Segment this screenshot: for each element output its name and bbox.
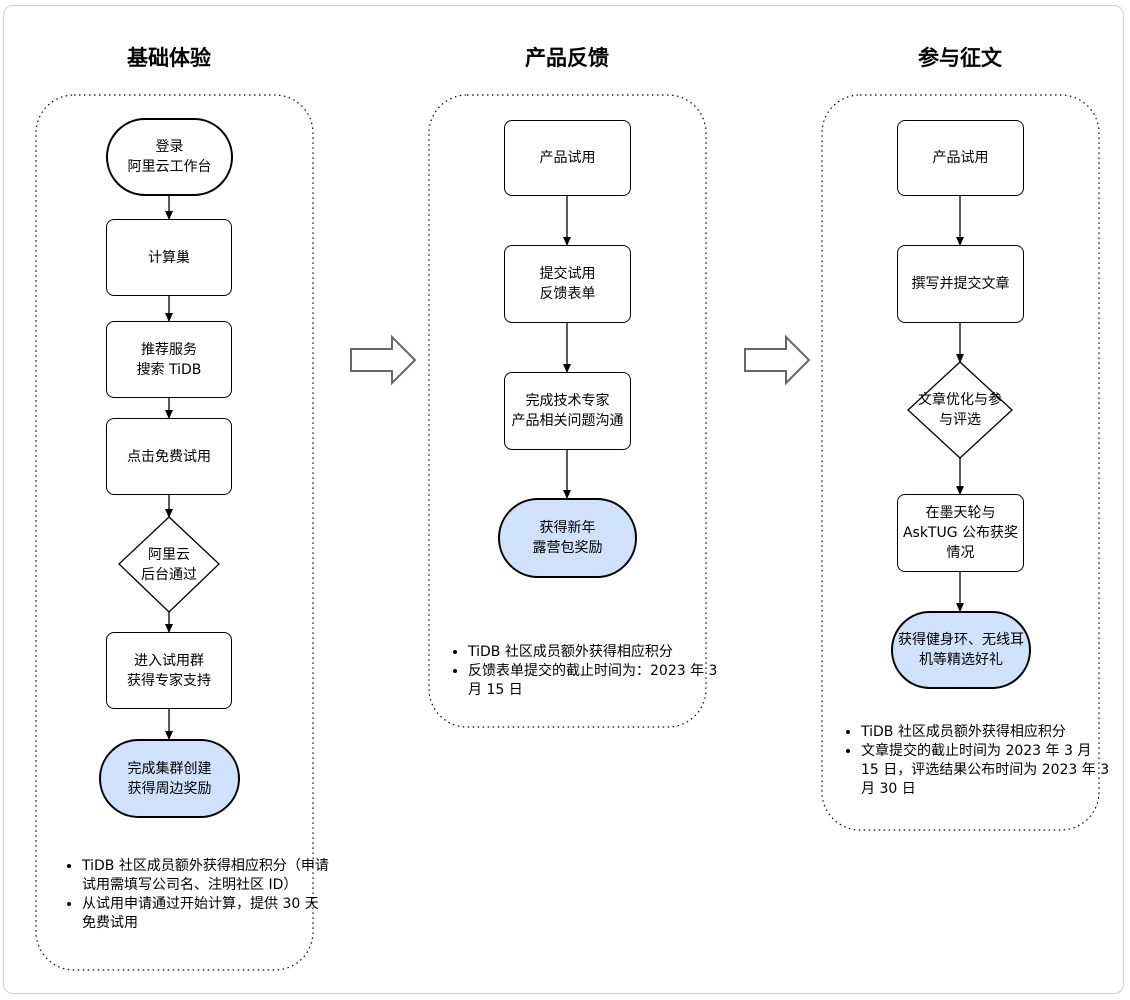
step-expert-communication: 完成技术专家 产品相关问题沟通 bbox=[504, 372, 631, 450]
step-compute-nest: 计算巢 bbox=[106, 219, 232, 296]
flow-arrow-1 bbox=[350, 334, 417, 386]
start-node-login: 登录 阿里云工作台 bbox=[106, 118, 233, 196]
notes-list-3: TiDB 社区成员额外获得相应积分 文章提交的截止时间为 2023 年 3 月 … bbox=[843, 723, 1111, 799]
step-product-trial: 产品试用 bbox=[897, 120, 1024, 196]
group-container-3 bbox=[821, 94, 1100, 831]
column-title-3: 参与征文 bbox=[918, 46, 1002, 70]
step-product-trial: 产品试用 bbox=[504, 120, 631, 196]
notes-list-2: TiDB 社区成员额外获得相应积分 反馈表单提交的截止时间为：2023 年 3 … bbox=[450, 643, 718, 700]
step-announce-winners: 在墨天轮与 AskTUG 公布获奖 情况 bbox=[897, 494, 1024, 572]
frame bbox=[3, 5, 1124, 994]
group-container-1 bbox=[35, 94, 314, 971]
column-title-1: 基础体验 bbox=[127, 46, 211, 70]
note-item: 反馈表单提交的截止时间为：2023 年 3 月 15 日 bbox=[468, 662, 718, 700]
decision-diamond-1 bbox=[118, 516, 220, 613]
step-join-group: 进入试用群 获得专家支持 bbox=[106, 632, 232, 709]
end-node-reward: 完成集群创建 获得周边奖励 bbox=[99, 739, 240, 818]
end-node-camping-reward: 获得新年 露营包奖励 bbox=[498, 498, 637, 578]
note-item: 文章提交的截止时间为 2023 年 3 月 15 日，评选结果公布时间为 202… bbox=[861, 742, 1111, 799]
flow-arrow-2 bbox=[744, 334, 811, 386]
note-item: TiDB 社区成员额外获得相应积分 bbox=[468, 643, 718, 662]
decision-label-review: 文章优化与参 与评选 bbox=[918, 392, 1002, 428]
step-search-tidb: 推荐服务 搜索 TiDB bbox=[106, 321, 232, 398]
decision-diamond-2 bbox=[907, 361, 1013, 459]
note-item: 从试用申请通过开始计算，提供 30 天免费试用 bbox=[82, 895, 332, 933]
group-container-2 bbox=[428, 94, 707, 728]
decision-label-approval: 阿里云 后台通过 bbox=[141, 546, 197, 583]
step-submit-feedback: 提交试用 反馈表单 bbox=[504, 245, 631, 323]
step-write-article: 撰写并提交文章 bbox=[897, 245, 1024, 323]
end-node-gift-reward: 获得健身环、无线耳 机等精选好礼 bbox=[891, 611, 1031, 689]
notes-list-1: TiDB 社区成员额外获得相应积分（申请试用需填写公司名、注明社区 ID） 从试… bbox=[64, 857, 332, 933]
note-item: TiDB 社区成员额外获得相应积分（申请试用需填写公司名、注明社区 ID） bbox=[82, 857, 332, 895]
column-title-2: 产品反馈 bbox=[525, 46, 609, 70]
step-free-trial: 点击免费试用 bbox=[106, 418, 232, 495]
note-item: TiDB 社区成员额外获得相应积分 bbox=[861, 723, 1111, 742]
